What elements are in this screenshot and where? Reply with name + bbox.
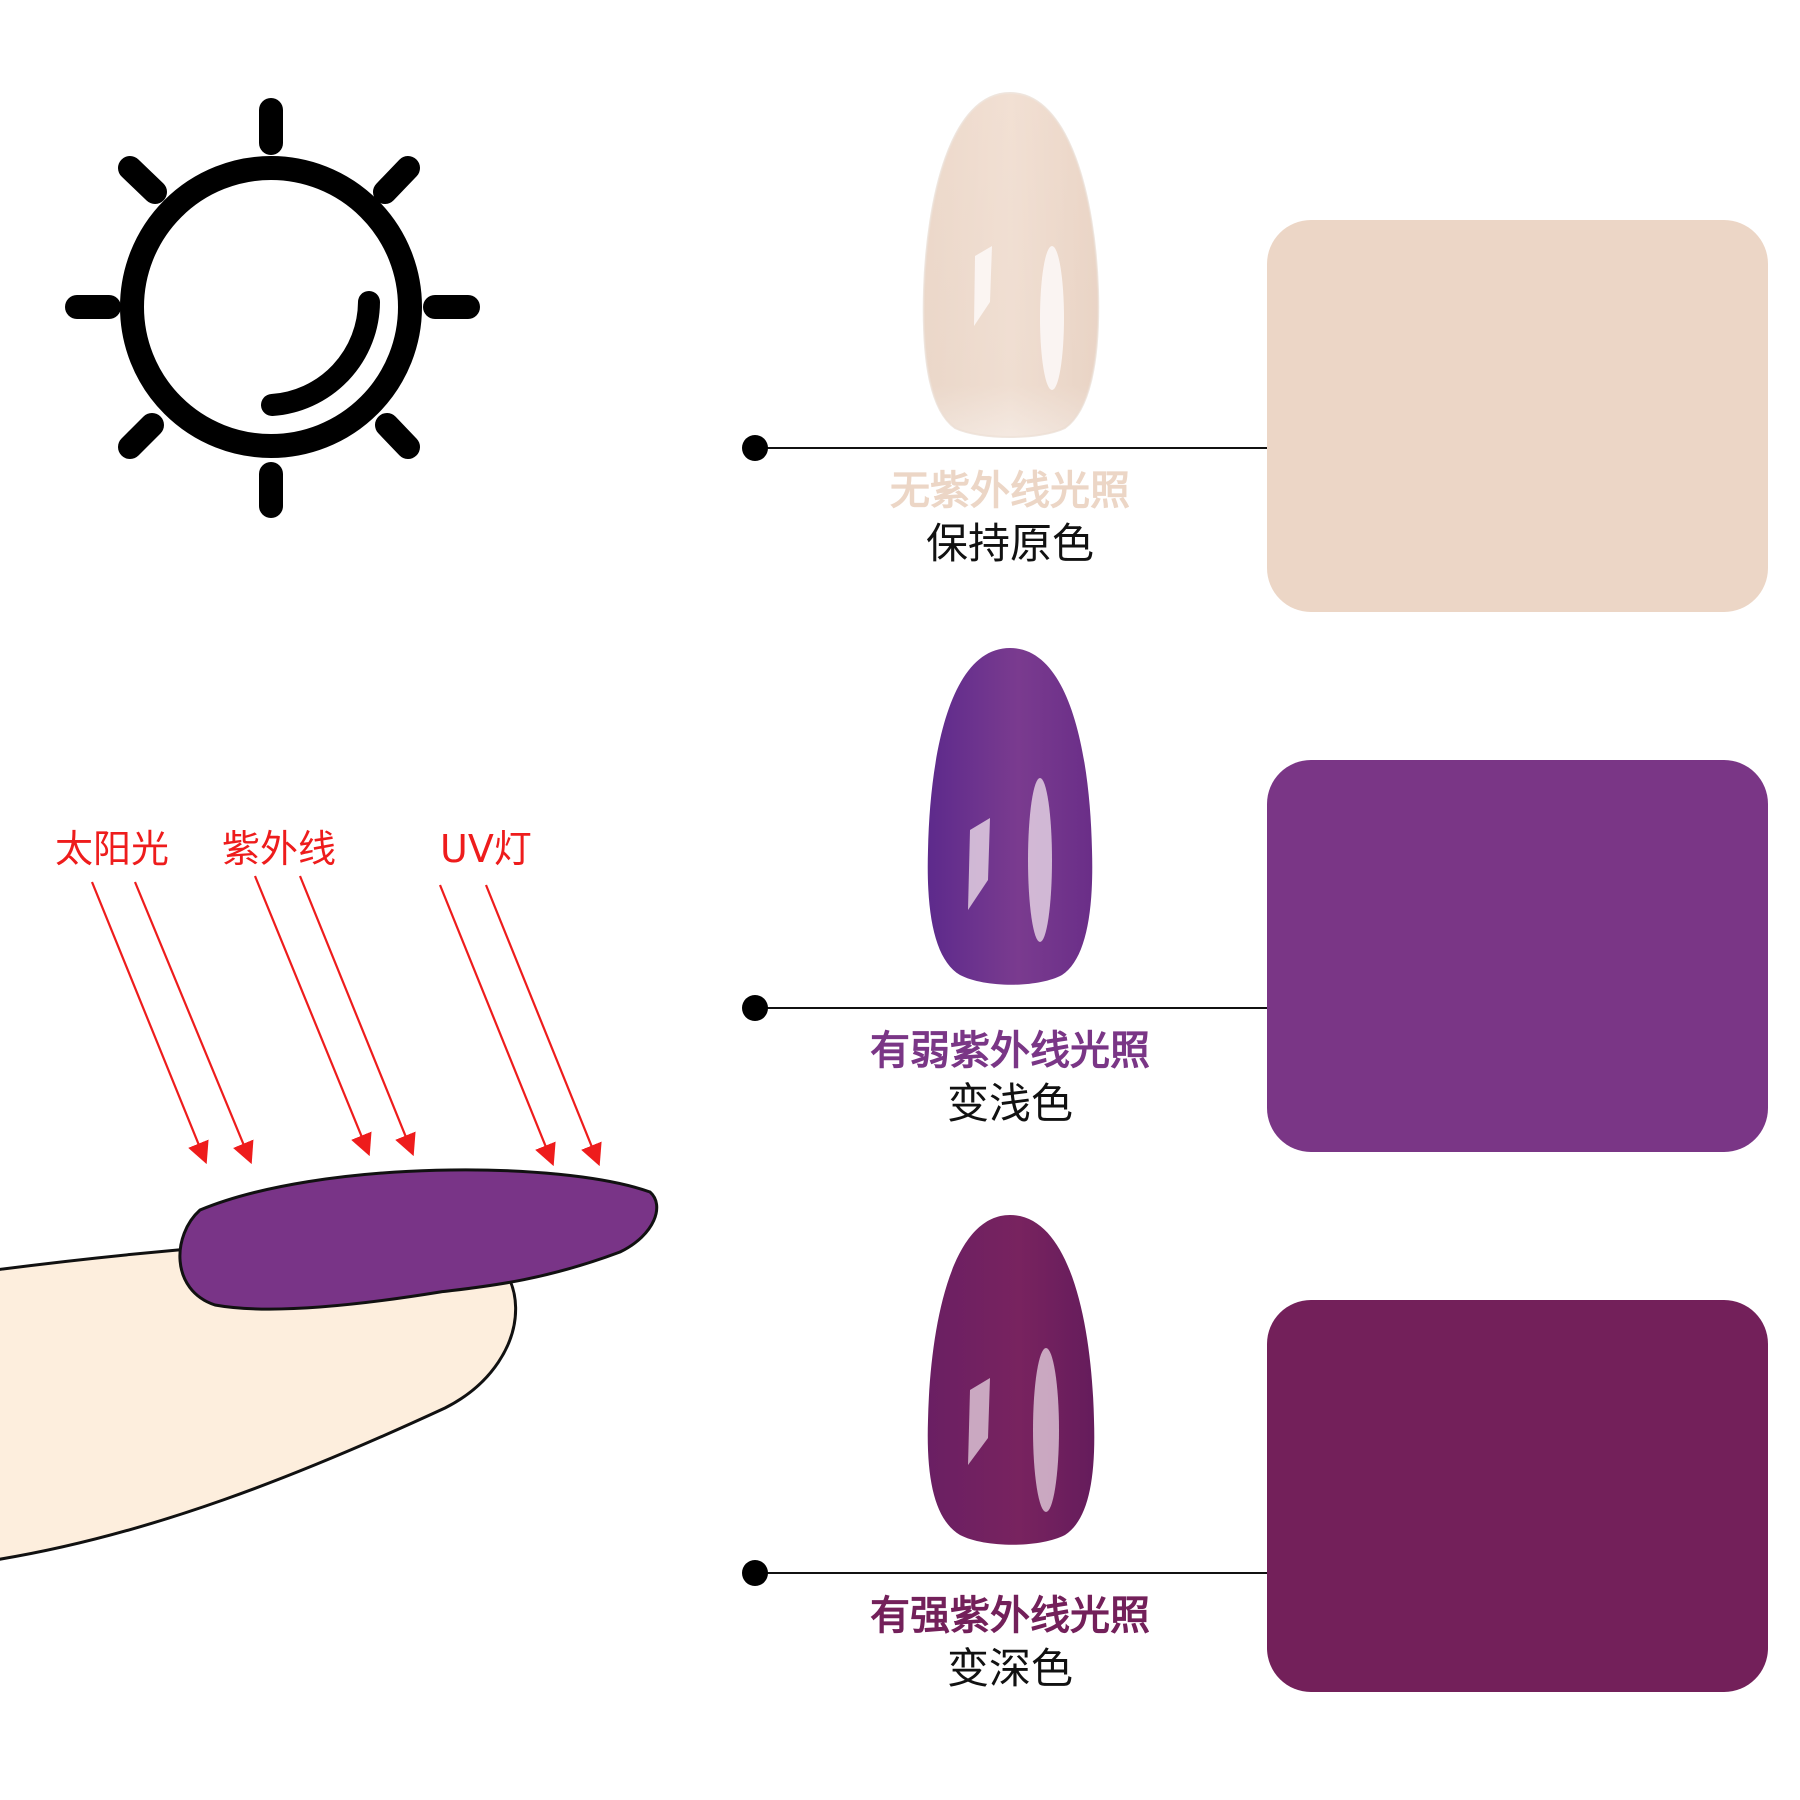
swatch-deep-purple: [1267, 1300, 1768, 1692]
caption-no-uv: 无紫外线光照 保持原色: [780, 465, 1240, 572]
nail-tip-nude: [922, 91, 1100, 438]
caption-subtitle: 变浅色: [946, 1079, 1073, 1128]
swatch-light-purple: [1267, 760, 1768, 1152]
caption-title: 有弱紫外线光照: [870, 1028, 1150, 1074]
sunlight-ray-2: [133, 881, 254, 1165]
caption-subtitle: 变深色: [946, 1644, 1073, 1693]
uvlamp-ray-2: [484, 884, 602, 1167]
connectors: [742, 435, 1267, 1586]
caption-subtitle: 保持原色: [925, 519, 1094, 568]
nail-tip-light-purple: [927, 648, 1093, 985]
ray-label-sunlight: 太阳光: [55, 827, 170, 871]
caption-title: 有强紫外线光照: [870, 1593, 1150, 1639]
sunlight-ray-1: [90, 881, 209, 1165]
swatch-nude: [1267, 220, 1768, 612]
uv-ray-1: [253, 875, 372, 1157]
sun-icon: [65, 98, 480, 518]
light-rays: [90, 875, 602, 1167]
nail-tip-deep-purple: [927, 1215, 1095, 1545]
caption-weak-uv: 有弱紫外线光照 变浅色: [780, 1025, 1240, 1132]
ray-label-uv-lamp: UV灯: [440, 827, 532, 871]
uvlamp-ray-1: [438, 884, 556, 1167]
finger-nail: [178, 1168, 659, 1311]
ray-label-uv: 紫外线: [222, 827, 337, 871]
uv-ray-2: [298, 875, 416, 1157]
caption-strong-uv: 有强紫外线光照 变深色: [780, 1590, 1240, 1697]
caption-title: 无紫外线光照: [890, 468, 1130, 514]
